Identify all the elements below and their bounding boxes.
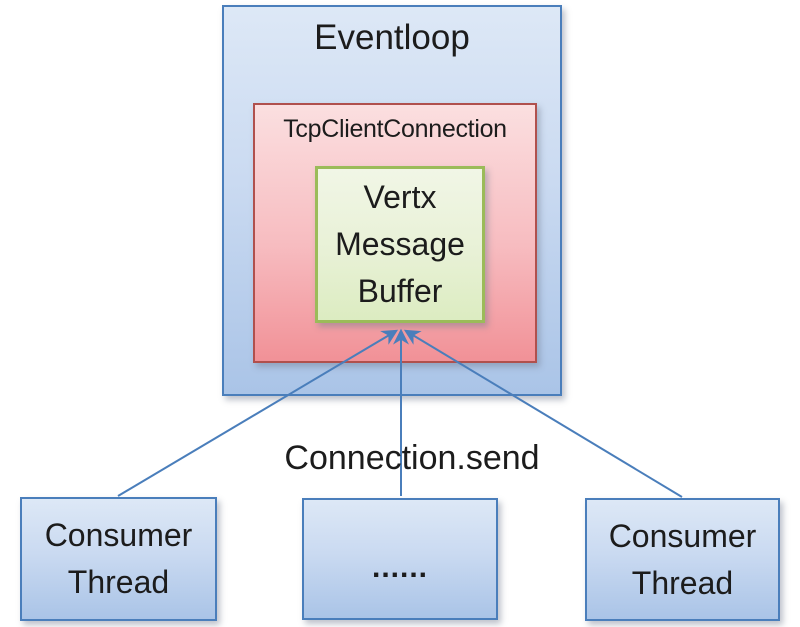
eventloop-label: Eventloop [314,18,470,57]
consumer-right-line-1: Consumer [608,517,757,554]
tcp-client-connection-label: TcpClientConnection [283,115,507,143]
consumer-thread-left-box: Consumer Thread [20,497,217,621]
consumer-ellipsis-label: ...... [371,551,428,584]
buffer-label-line-3: Buffer [357,273,443,309]
consumer-left-line-2: Thread [67,564,170,600]
buffer-label-line-1: Vertx [363,179,437,215]
consumer-left-line-1: Consumer [44,517,193,553]
consumer-thread-right-label: Consumer Thread [609,513,757,607]
consumer-thread-left-label: Consumer Thread [45,512,193,606]
consumer-thread-right-box: Consumer Thread [585,498,780,621]
buffer-label-line-2: Message [335,226,465,262]
consumer-ellipsis-box: ...... [302,498,498,620]
vertx-message-buffer-label: Vertx Message Buffer [335,174,465,315]
vertx-message-buffer-box: Vertx Message Buffer [315,166,485,323]
connection-send-label: Connection.send [284,439,540,477]
consumer-right-line-2: Thread [631,564,734,601]
